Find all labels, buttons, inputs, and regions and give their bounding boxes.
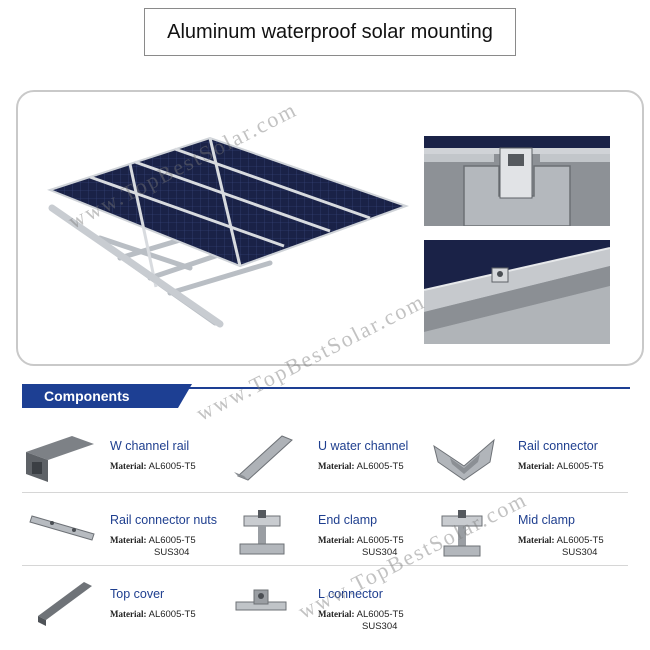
material-value-2: SUS304 [562,547,598,558]
clamp-installation-detail [424,240,610,344]
row-divider [22,565,628,566]
component-name: L connector [318,587,383,601]
header-rule [172,387,630,389]
component-name: Top cover [110,587,165,601]
material-value: AL6005-T5 [148,461,196,472]
material-label: Material: [318,461,355,471]
rail-connector-nuts-icon [29,515,95,541]
component-name: Rail connector nuts [110,513,218,527]
material-value: AL6005-T5 [356,609,404,620]
solar-panels [47,136,409,268]
material-label: Material: [518,461,555,471]
row-divider [22,492,628,493]
top-cover-icon [38,582,92,626]
components-tab: Components [22,384,192,408]
material-value: AL6005-T5 [556,461,604,472]
solar-array-illustration [47,136,409,328]
component-l-connector: L connector Material: AL6005-T5 SUS304 [230,580,430,650]
mid-clamp-icon [441,510,483,557]
component-material: Material: AL6005-T5 [518,460,604,473]
material-label: Material: [318,535,355,545]
component-name: End clamp [318,513,378,527]
component-material: Material: AL6005-T5 SUS304 [110,534,196,559]
material-label: Material: [110,609,147,619]
component-material: Material: AL6005-T5 [110,460,196,473]
component-material: Material: AL6005-T5 SUS304 [318,608,404,633]
material-label: Material: [110,535,147,545]
l-connector-icon [235,589,287,611]
component-name: W channel rail [110,439,190,453]
component-material: Material: AL6005-T5 [110,608,196,621]
material-value: AL6005-T5 [556,535,604,546]
rail-profile-detail [424,136,610,226]
component-rail-connector: Rail connector Material: AL6005-T5 [430,432,630,502]
material-value: AL6005-T5 [356,535,404,546]
component-top-cover: Top cover Material: AL6005-T5 [22,580,222,650]
page-title: Aluminum waterproof solar mounting [144,8,516,56]
rail-connector-icon [433,438,495,481]
material-value-2: SUS304 [154,547,190,558]
w-channel-rail-icon [26,436,94,482]
material-value: AL6005-T5 [148,609,196,620]
front-rail [48,204,224,328]
component-mid-clamp: Mid clamp Material: AL6005-T5 SUS304 [430,506,630,576]
components-header: Components [22,384,630,408]
component-name: Rail connector [518,439,598,453]
components-label: Components [44,388,130,404]
panel-frames [89,137,371,288]
material-label: Material: [318,609,355,619]
u-water-channel-icon [234,435,293,481]
component-rail-connector-nuts: Rail connector nuts Material: AL6005-T5 … [22,506,222,576]
component-name: Mid clamp [518,513,575,527]
component-end-clamp: End clamp Material: AL6005-T5 SUS304 [230,506,430,576]
component-w-channel-rail: W channel rail Material: AL6005-T5 [22,432,222,502]
material-value: AL6005-T5 [356,461,404,472]
component-material: Material: AL6005-T5 SUS304 [318,534,404,559]
component-name: U water channel [318,439,409,453]
component-u-water-channel: U water channel Material: AL6005-T5 [230,432,430,502]
component-material: Material: AL6005-T5 SUS304 [518,534,604,559]
material-value-2: SUS304 [362,547,398,558]
material-value: AL6005-T5 [148,535,196,546]
material-value-2: SUS304 [362,621,398,632]
material-label: Material: [518,535,555,545]
end-clamp-icon [239,510,285,555]
component-material: Material: AL6005-T5 [318,460,404,473]
page-title-text: Aluminum waterproof solar mounting [167,20,493,43]
material-label: Material: [110,461,147,471]
